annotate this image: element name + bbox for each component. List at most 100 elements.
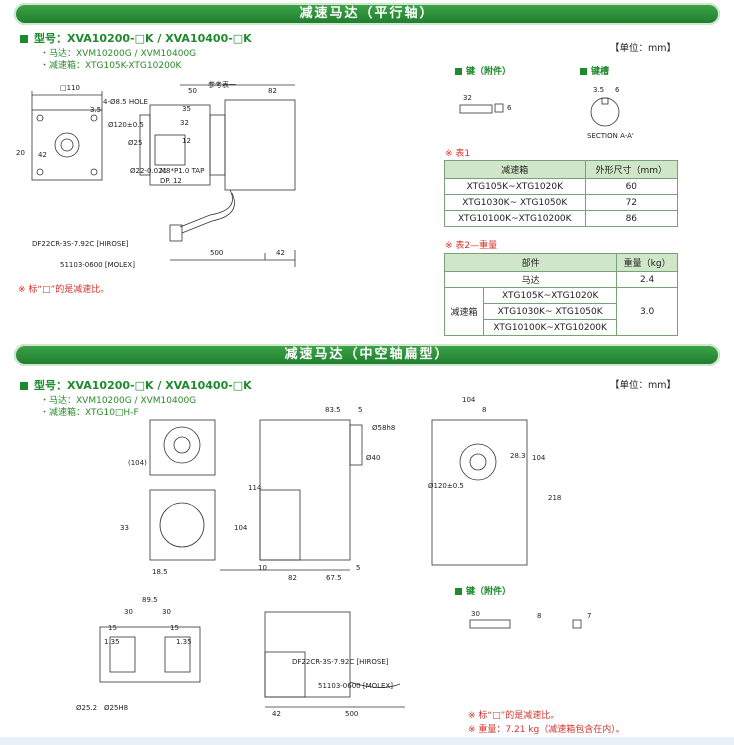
section1-key-drawing: 32 6 3.5 6 SECTION A-A' [459,86,634,140]
section2-model: 型号：XVA10200-□K / XVA10400-□K [20,377,252,393]
dim-50: 50 [188,87,197,95]
section2-motor: ・马达：XVM10200G / XVM10400G [40,396,197,406]
table2-cell: XTG10100K~XTG10200K [483,319,618,336]
section-label: SECTION A-A' [587,132,634,140]
section1-unit: 【单位：mm】 [610,43,677,54]
dim-12: 12 [182,137,191,145]
table1-caption: ※ 表1 [445,149,471,159]
conn-molex: 51103-0600 [MOLEX] [60,261,135,269]
table-row: XTG10100K~XTG10200K 86 [444,210,679,227]
table2-header-weight: 重量（kg） [616,253,678,272]
dim-104c: 104 [462,396,476,404]
key-7: 7 [587,612,591,620]
dim-82: 82 [268,87,277,95]
dim-185: 18.5 [152,568,168,576]
table2-cell: XTG1030K~ XTG1050K [483,303,618,320]
section2-key-label: 键（附件） [455,584,511,597]
dim-104d: 104 [532,454,546,462]
key-32: 32 [463,94,472,102]
dim-d252: Ø25.2 [76,704,97,712]
section1-motor: ・马达：XVM10200G / XVM10400G [40,49,197,59]
dim-dp: DP. 12 [160,177,182,185]
dim-d22: Ø22-0.021 [130,167,167,175]
bullet-square-icon [580,68,587,75]
dim-42: 42 [38,151,47,159]
key-6: 6 [507,104,512,112]
section1-keyway-label-text: 键槽 [591,67,610,77]
dim-35: 3.5 [90,106,101,114]
dim-30a: 30 [124,608,133,616]
section1-gearbox: ・减速箱：XTG105K-XTG10200K [40,61,182,71]
dim-42: 42 [272,710,281,718]
dim-218: 218 [548,494,561,502]
bullet-square-icon [20,35,28,43]
table-row: XTG10100K~XTG10200K [445,319,678,336]
table1-cell: 86 [584,210,679,227]
table1-cell: XTG1030K~ XTG1050K [444,194,586,211]
section1-note-text: ※ 标“□”的是减速比。 [18,285,110,295]
section1-key-label: 键（附件） [455,64,511,77]
section1-model-text: 型号：XVA10200-□K / XVA10400-□K [34,32,252,45]
section1-model: 型号：XVA10200-□K / XVA10400-□K [20,30,252,46]
dim-104a: (104) [128,459,147,467]
section1-drawing: □110 4-Ø8.5 HOLE Ø120±0.5 3.5 20 42 50 参… [16,80,296,269]
key-8: 8 [537,612,541,620]
dim-675: 67.5 [326,574,342,582]
section2-note1: ※ 标“□”的是减速比。 [468,711,560,721]
dim-d25h8: Ø25H8 [104,704,128,712]
dim-500: 500 [210,249,223,257]
dim-283: 28.3 [510,452,526,460]
dim-110: □110 [60,84,80,92]
table1-header-size: 外形尺寸（mm） [584,160,679,179]
section2-title-bar: 减速马达（中空轴扁型） [14,344,720,366]
dim-d120: Ø120±0.5 [108,121,144,129]
dim-15b: 15 [170,624,179,632]
table-row: 马达 2.4 [443,271,678,288]
table1: 减速箱 外形尺寸（mm） XTG105K~XTG1020K 60 XTG1030… [444,160,679,227]
dim-15a: 15 [108,624,117,632]
dim-32: 32 [180,119,189,127]
section2-model-text: 型号：XVA10200-□K / XVA10400-□K [34,379,252,392]
section1-title-bar: 减速马达（平行轴） [14,3,720,25]
dim-ref1: 参考表一 [208,80,236,89]
dim-42b: 42 [276,249,285,257]
dim-835: 83.5 [325,406,341,414]
dim-104b: 104 [234,524,248,532]
table2-caption: ※ 表2—重量 [445,241,498,251]
dim-8: 8 [482,406,486,414]
section1-note: ※ 标“□”的是减速比。 [18,282,109,295]
dim-10: 10 [258,564,267,572]
section2-gearbox: ・减速箱：XTG10□H-F [40,408,139,418]
section2-bottom-drawing: 89.5 30 30 15 15 1.35 1.35 Ø25.2 Ø25H8 D… [76,596,405,718]
conn-hirose-2: DF22CR-3S-7.92C [HIROSE] [292,658,389,666]
dim-d120: Ø120±0.5 [428,482,464,490]
table-row: XTG1030K~ XTG1050K 72 [444,194,679,211]
flange-front-view [31,109,103,181]
keyway-35: 3.5 [593,86,604,94]
table2-cell: XTG105K~XTG1020K [483,287,618,304]
table-row: 减速箱 XTG105K~XTG1020K 3.0 [443,287,678,336]
dim-5: 5 [358,406,362,414]
dim-114: 114 [248,484,262,492]
table2-cell: 2.4 [616,271,678,288]
dim-135a: 1.35 [104,638,120,646]
table2-cell: 3.0 [616,287,678,336]
table2-header-part: 部件 [443,253,618,272]
dim-135b: 1.35 [176,638,192,646]
bullet-square-icon [455,588,462,595]
section1-key-label-text: 键（附件） [466,67,512,77]
dim-33: 33 [120,524,129,532]
table1-cell: 60 [584,178,679,195]
dim-d40: Ø40 [366,454,380,462]
table-row: XTG105K~XTG1020K 60 [444,178,679,195]
footer-strip [0,737,734,745]
table1-cell: XTG10100K~XTG10200K [444,210,586,227]
section2-note2: ※ 重量：7.21 kg（减速箱包含在内）。 [468,725,625,735]
dim-500: 500 [345,710,358,718]
section2-key-label-text: 键（附件） [466,587,512,597]
table2-cell: 马达 [443,271,618,288]
section2-key-drawing: 30 8 7 [469,610,591,629]
dim-20: 20 [16,149,25,157]
table1-cell: 72 [584,194,679,211]
gearbox-top-view [149,419,216,476]
